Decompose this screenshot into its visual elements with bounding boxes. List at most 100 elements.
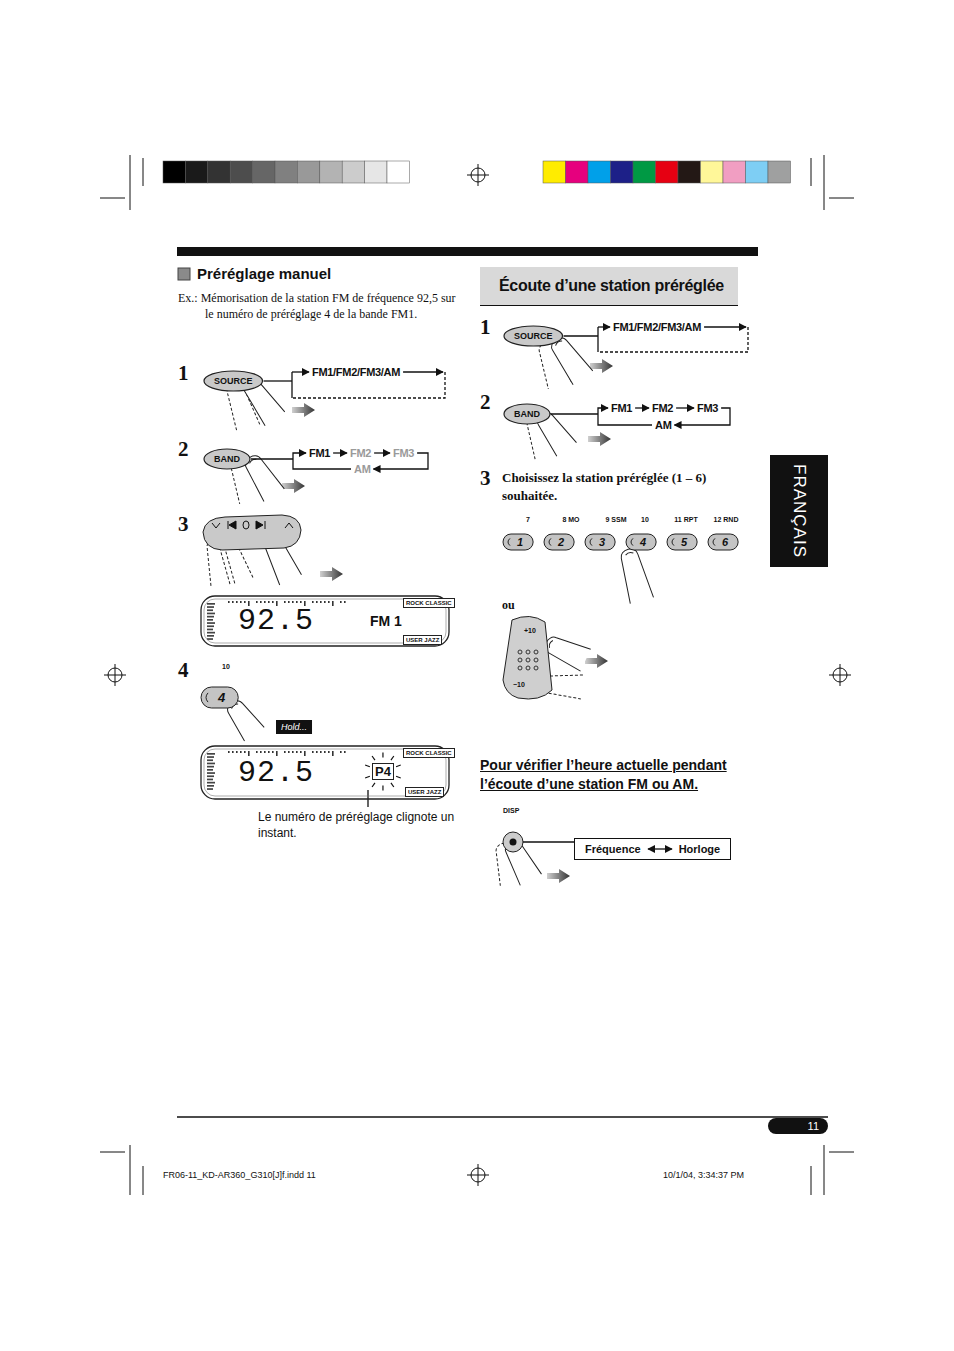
hold-tag: Hold...: [276, 720, 312, 734]
node-text: 92.5: [238, 758, 314, 788]
grey-scale-patch: [275, 161, 297, 183]
lcd-display: ROCK CLASSIC92.5FM 1USER JAZZ: [200, 595, 450, 647]
button-line: [523, 841, 574, 842]
preset-button: 1: [502, 533, 534, 551]
text-label: FR06-11_KD-AR360_G310[J]f.indd 11: [163, 1170, 316, 1180]
page-number-tab: 11: [768, 1118, 828, 1134]
preset-button: 6: [707, 533, 739, 551]
flow-line: [403, 371, 443, 372]
color-patch: [678, 161, 701, 183]
node-text: FRANÇAIS: [789, 464, 809, 558]
text-label: Pour vérifier l’heure actuelle pendant l…: [480, 756, 730, 794]
color-patch: [633, 161, 656, 183]
footer-rule: [177, 1116, 828, 1118]
double-arrow: [645, 844, 675, 854]
node-text: 92.5: [238, 606, 314, 636]
grey-scale-patch: [208, 161, 230, 183]
step-number: 1: [480, 315, 491, 340]
color-patch: [566, 161, 589, 183]
preset-button: 3: [584, 533, 616, 551]
preset-button: 4: [625, 533, 657, 551]
node-text: 11: [808, 1120, 819, 1132]
color-patch: [543, 161, 566, 183]
node-text: ROCK CLASSIC: [403, 598, 455, 608]
node-shape: [768, 1118, 828, 1134]
node-text: SOURCE: [214, 376, 253, 386]
node-text: FM 1: [370, 614, 402, 628]
flow-line: [704, 326, 746, 327]
node-text: ROCK CLASSIC: [403, 748, 455, 758]
node-text: P4: [372, 763, 394, 780]
preset-button: 2: [543, 533, 575, 551]
button-label: 10: [641, 516, 649, 523]
node-text: BAND: [214, 454, 240, 464]
band-label: FM2: [652, 402, 673, 414]
color-patch: [701, 161, 724, 183]
flow-line: [374, 452, 390, 453]
grey-scale-patch: [253, 161, 275, 183]
band-label: FM1: [309, 447, 330, 459]
motion-arrow: [590, 359, 613, 373]
remote-control: [503, 616, 552, 699]
registration-mark: [104, 664, 126, 686]
grey-scale-patch: [342, 161, 364, 183]
text-label: ou: [502, 598, 515, 613]
flow-line: [251, 458, 293, 459]
flow-line: [264, 380, 292, 381]
display-toggle-box: Fréquence Horloge: [574, 838, 731, 860]
flow-line: [333, 452, 347, 453]
band-label: FM3: [393, 447, 414, 459]
step-number: 3: [178, 512, 189, 537]
text-label: 10/1/04, 3:34:37 PM: [663, 1170, 744, 1180]
band-button: BAND: [203, 448, 251, 470]
source-button: SOURCE: [503, 325, 564, 347]
node-text: USER JAZZ: [403, 635, 442, 645]
display-segments: [207, 751, 346, 790]
button-label: +10: [524, 627, 536, 634]
node-text: Écoute d’une station préréglée: [499, 277, 724, 295]
header-bar: [177, 247, 758, 256]
step-number: 2: [480, 390, 491, 415]
color-patch: [723, 161, 746, 183]
band-label: FM1/FM2/FM3/AM: [613, 321, 701, 333]
node-text: Hold...: [281, 722, 307, 732]
button-label: 7: [526, 516, 530, 523]
button-label: 8 MO: [562, 516, 579, 523]
node-text: 4: [218, 690, 225, 705]
step-number: 4: [178, 658, 189, 683]
motion-arrow: [292, 403, 315, 417]
display-segments: [207, 601, 346, 640]
node-text: 6: [722, 536, 728, 548]
flow-line: [551, 413, 598, 414]
flow-line: [598, 326, 610, 327]
band-button: BAND: [503, 403, 551, 425]
node-text: 1: [517, 536, 523, 548]
color-patch: [768, 161, 791, 183]
color-patch: [611, 161, 634, 183]
motion-arrow: [547, 869, 570, 883]
text-label: Ex.: Mémorisation de la station FM de fr…: [178, 291, 458, 322]
language-tab: FRANÇAIS: [770, 455, 828, 567]
crop-marks: [100, 155, 854, 1195]
registration-mark: [829, 664, 851, 686]
motion-arrow: [282, 479, 305, 493]
button-label: −10: [513, 681, 525, 688]
registration-mark: [467, 1164, 489, 1186]
node-text: Fréquence: [585, 843, 641, 855]
button-label: DISP: [503, 807, 519, 814]
preset-button: 4: [200, 686, 239, 709]
source-button: SOURCE: [203, 370, 264, 392]
motion-arrow: [320, 567, 343, 581]
color-patch: [588, 161, 611, 183]
node-text: Horloge: [679, 843, 721, 855]
node-text: 5: [681, 536, 687, 548]
text-label: Choisissez la station préréglée (1 – 6) …: [502, 469, 757, 504]
grey-scale-patch: [163, 161, 185, 183]
lcd-display: ROCK CLASSIC92.5P4USER JAZZ: [200, 745, 450, 800]
seek-rocker: [203, 515, 301, 550]
band-label: AM: [655, 419, 672, 431]
grey-scale-patch: [320, 161, 342, 183]
flow-line: [635, 407, 649, 408]
flow-line: [292, 371, 309, 372]
